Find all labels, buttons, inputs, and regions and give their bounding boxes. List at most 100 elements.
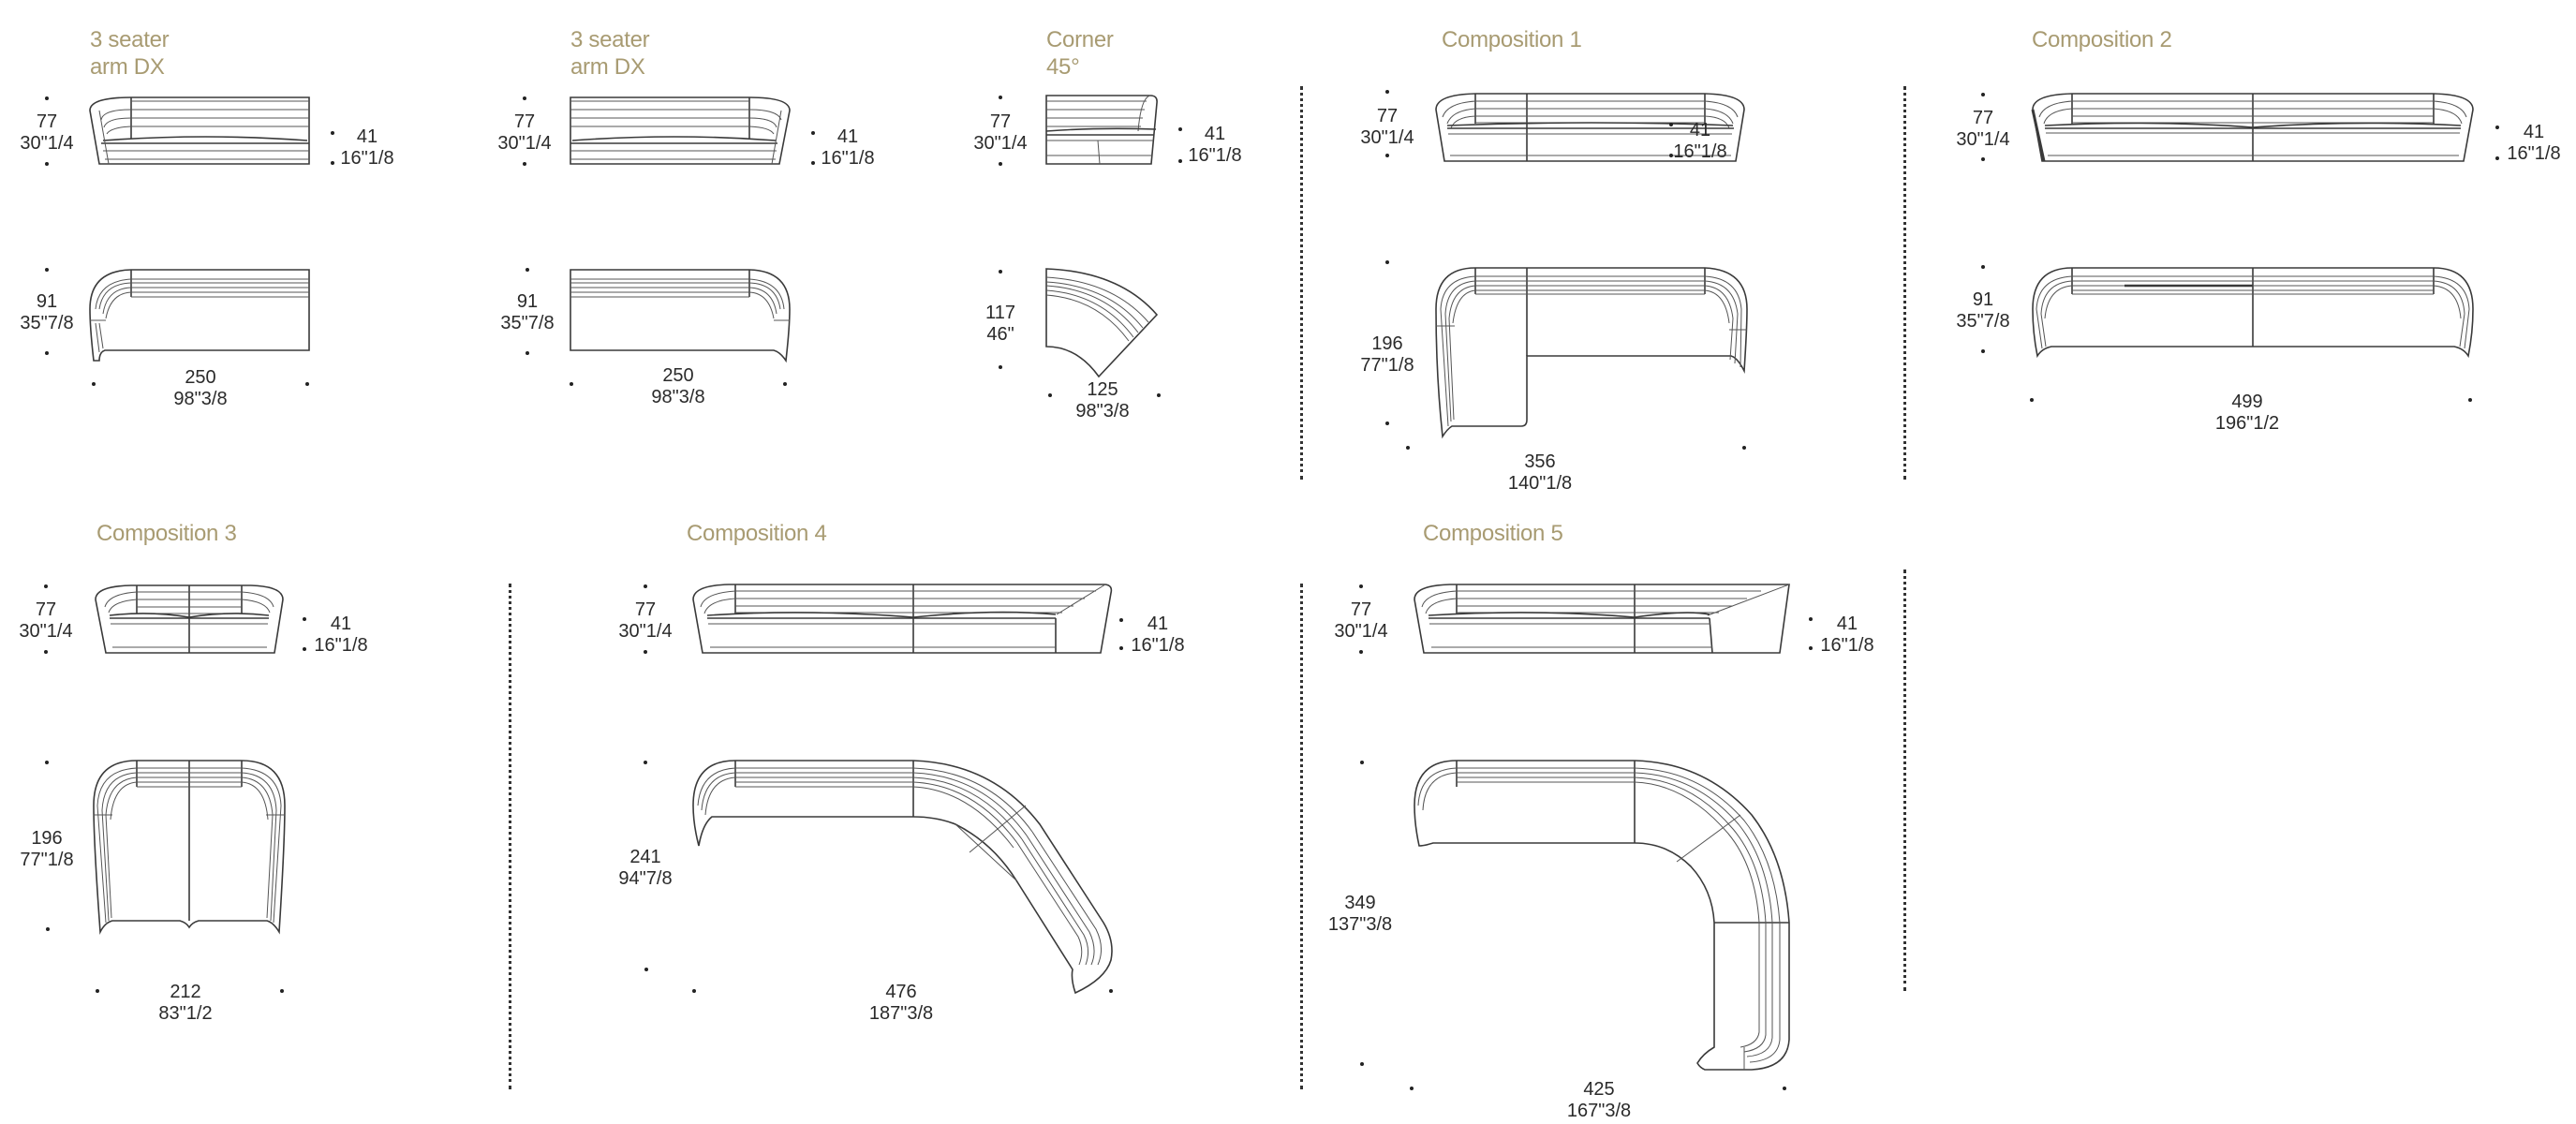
dim-dot <box>811 131 815 135</box>
separator-bottom-2 <box>1300 584 1303 1089</box>
dim-dot <box>1742 446 1746 450</box>
dim-dot <box>303 617 306 621</box>
dim-dot <box>644 761 647 764</box>
dim-dot <box>1359 650 1363 654</box>
drawing-3-seater-left-front <box>89 96 310 165</box>
dim-dot <box>1783 1087 1786 1090</box>
dim-dot <box>1178 159 1182 163</box>
drawing-corner-top <box>1045 268 1159 378</box>
section-title: 3 seater arm DX <box>90 27 170 80</box>
dim-dot <box>523 162 526 166</box>
section-title: Composition 5 <box>1423 521 1563 546</box>
dim-dot <box>1410 1087 1414 1090</box>
dim-dot <box>45 268 49 272</box>
dim-dot <box>303 647 306 651</box>
dim-dot <box>1048 393 1052 397</box>
dim-dot <box>92 382 96 386</box>
dim-dot <box>2468 398 2472 402</box>
section-title: Composition 2 <box>2032 27 2172 52</box>
dim-dot <box>526 268 529 272</box>
drawing-corner-front <box>1045 95 1158 165</box>
dim-dot <box>1981 157 1985 161</box>
section-title: Composition 3 <box>96 521 237 546</box>
dim-dot <box>1359 584 1363 588</box>
drawing-composition-5-top <box>1414 760 1790 1071</box>
dim-dot <box>1809 617 1813 621</box>
separator-bottom-1 <box>509 584 511 1089</box>
drawing-3-seater-right-top <box>570 269 791 363</box>
dim-dot <box>45 162 49 166</box>
dim-dot <box>96 989 99 993</box>
dim-dot <box>526 351 529 355</box>
dim-dot <box>331 161 334 165</box>
dim-dot <box>1385 422 1389 425</box>
dim-dot <box>999 270 1002 274</box>
dim-dot <box>1157 393 1161 397</box>
drawing-composition-4-front <box>692 584 1113 654</box>
dim-dot <box>1360 1062 1364 1066</box>
separator-top-2 <box>1903 86 1906 480</box>
dim-dot <box>1981 349 1985 353</box>
dim-dot <box>1385 260 1389 264</box>
dim-dot <box>999 162 1002 166</box>
dim-dot <box>1809 646 1813 650</box>
dim-dot <box>45 351 49 355</box>
dim-dot <box>1981 265 1985 269</box>
drawing-composition-3-front <box>95 584 284 654</box>
dim-dot <box>1385 154 1389 157</box>
drawing-composition-1-front <box>1435 93 1745 162</box>
dim-dot <box>2495 126 2499 129</box>
drawing-3-seater-right-front <box>570 96 791 165</box>
dim-dot <box>1669 154 1673 157</box>
dim-dot <box>305 382 309 386</box>
drawing-composition-3-top <box>93 760 286 935</box>
dim-dot <box>644 968 648 971</box>
drawing-composition-5-front <box>1414 584 1790 654</box>
section-title: Corner 45° <box>1046 27 1114 80</box>
dim-dot <box>44 584 48 588</box>
dim-dot <box>44 650 48 654</box>
dim-dot <box>570 382 573 386</box>
dim-dot <box>45 761 49 764</box>
drawing-composition-2-front <box>2031 93 2474 162</box>
dim-dot <box>999 365 1002 369</box>
dim-dot <box>1119 618 1123 622</box>
drawing-composition-4-top <box>692 760 1113 995</box>
drawing-3-seater-left-top <box>89 269 310 362</box>
section-title: Composition 4 <box>687 521 827 546</box>
section-title: 3 seater arm DX <box>570 27 650 80</box>
dim-dot <box>2030 398 2034 402</box>
dim-dot <box>2495 156 2499 160</box>
dim-dot <box>1119 646 1123 650</box>
dim-dot <box>783 382 787 386</box>
dim-dot <box>999 96 1002 99</box>
